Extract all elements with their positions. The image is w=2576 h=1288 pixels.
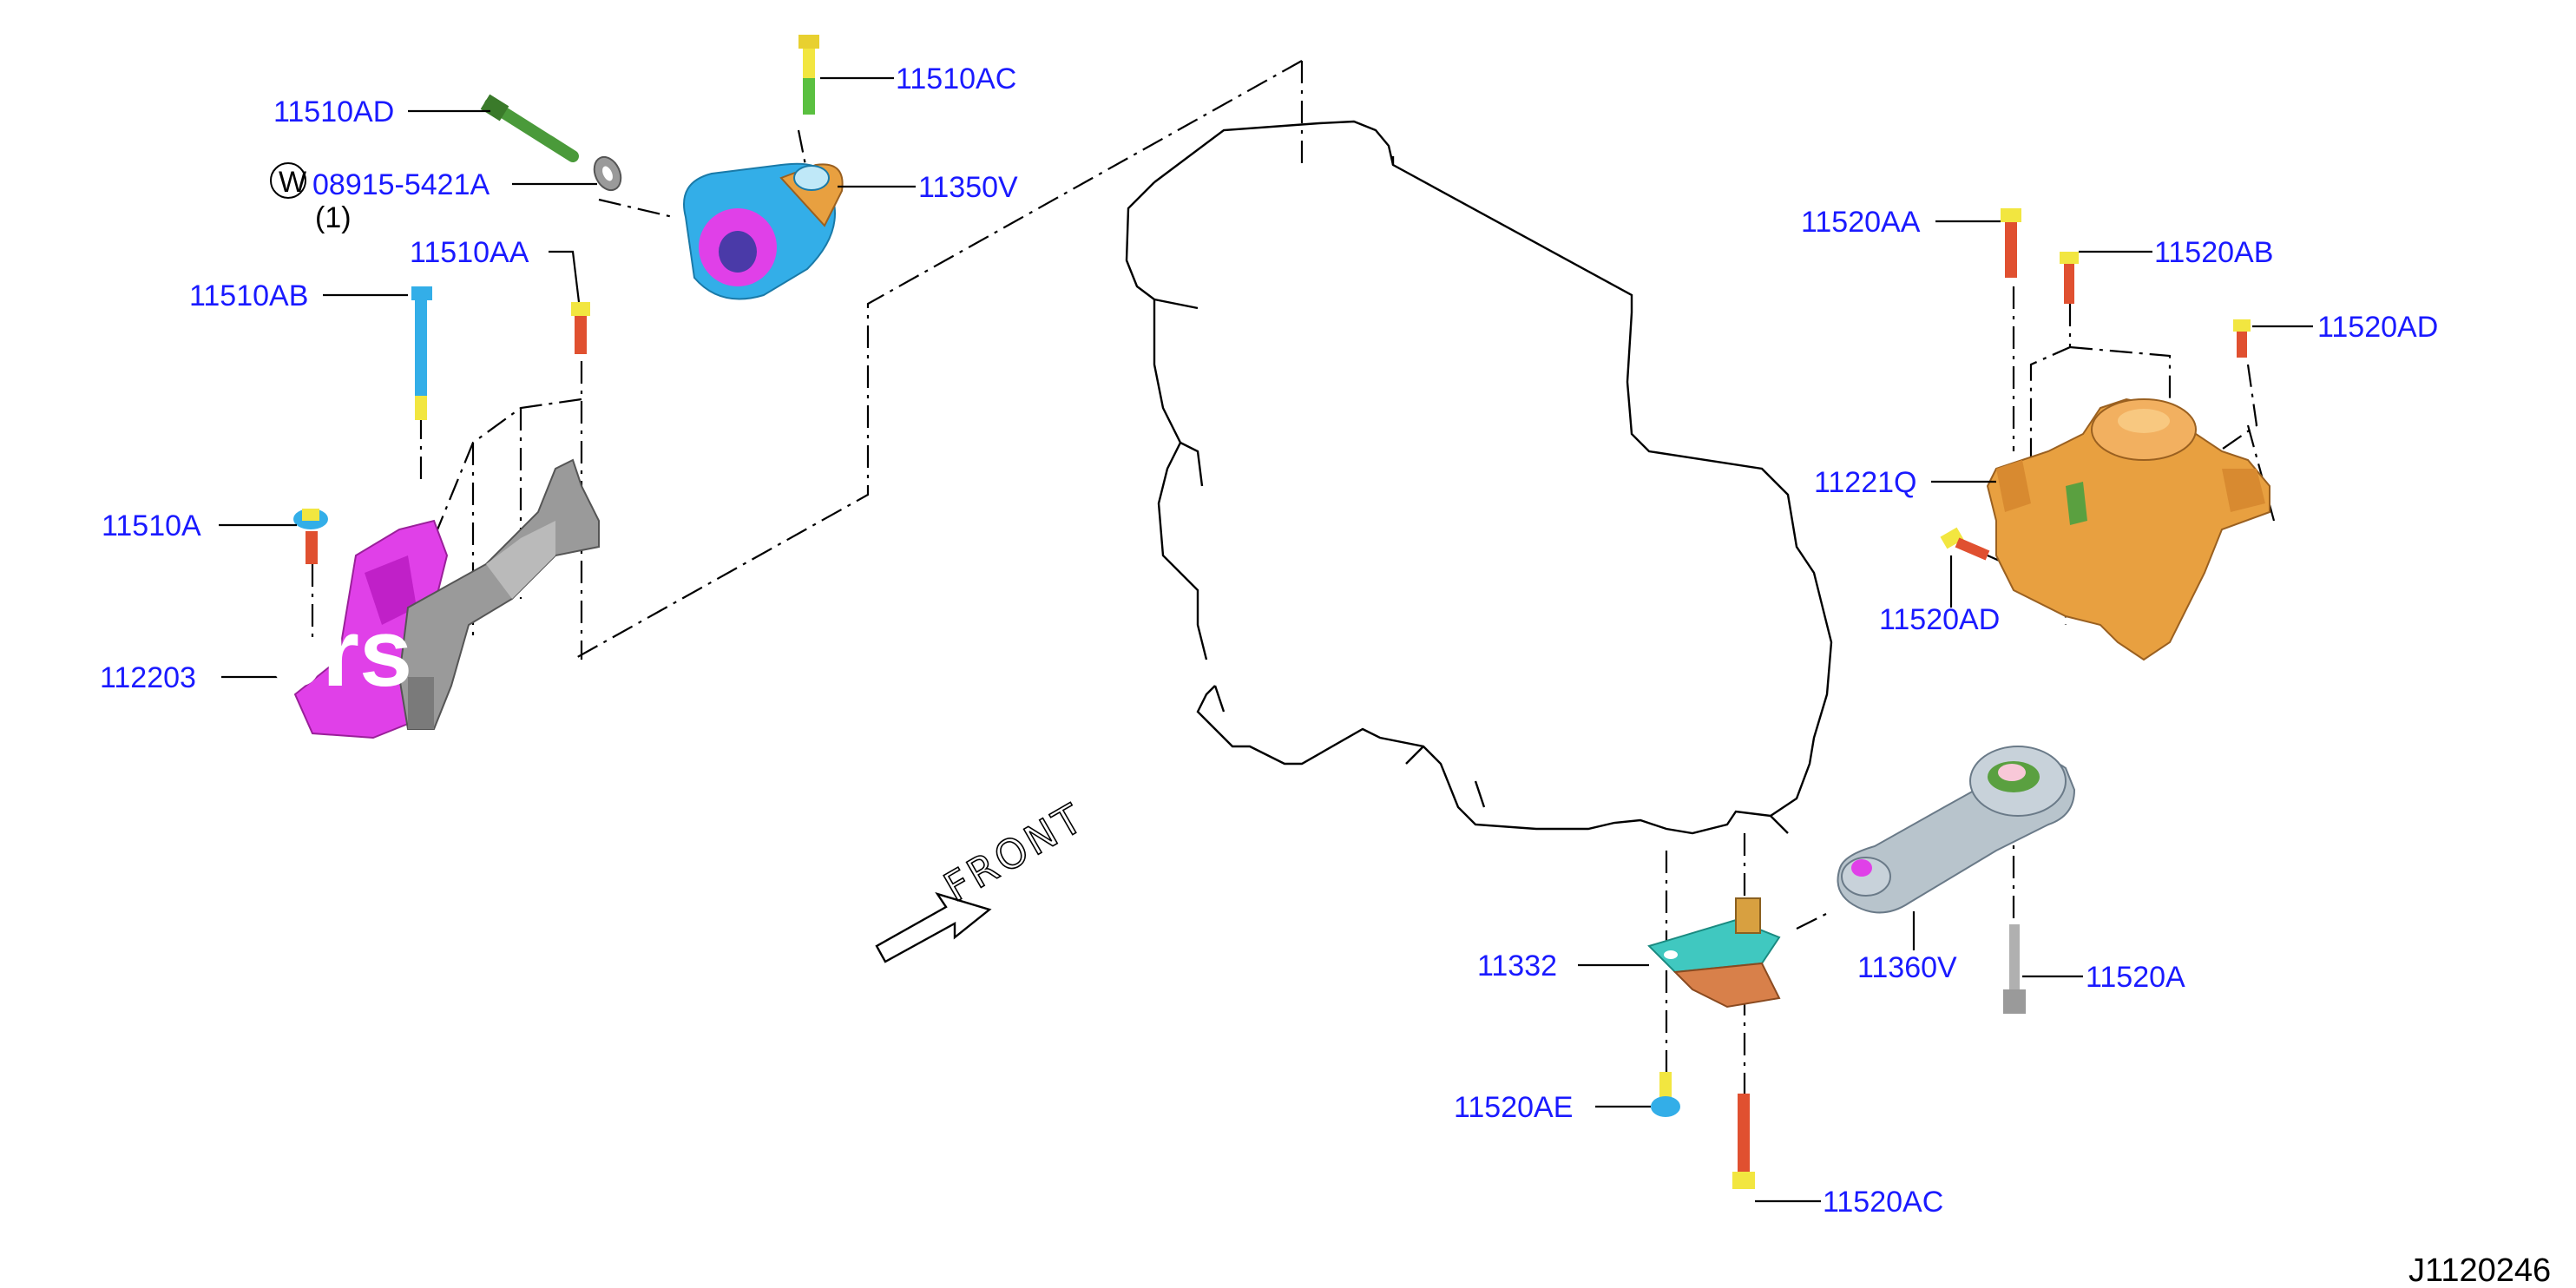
lower-bracket bbox=[1647, 897, 1781, 1009]
label-11520AD-side: 11520AD bbox=[1879, 603, 2000, 636]
bolt-11520AE bbox=[1651, 1072, 1680, 1117]
label-11510AB: 11510AB bbox=[189, 279, 308, 312]
bolt-11520AD-side bbox=[1940, 527, 1990, 561]
label-11510AD: 11510AD bbox=[273, 95, 394, 128]
leader-lines bbox=[219, 76, 2313, 1203]
drawing-reference: J1120246 bbox=[2408, 1252, 2551, 1288]
bolt-11510AD bbox=[480, 94, 579, 162]
bolt-11520AC bbox=[1732, 1094, 1755, 1189]
upper-torque-rod bbox=[683, 162, 844, 300]
label-11520AB: 11520AB bbox=[2154, 236, 2273, 269]
washer-symbol-circle bbox=[270, 162, 306, 199]
assembly-lines bbox=[311, 60, 2276, 1102]
label-11220: 112203 bbox=[100, 661, 196, 694]
label-11510A: 11510A bbox=[102, 509, 201, 542]
bolt-11520AA bbox=[2001, 208, 2021, 278]
bolt-11510AA bbox=[571, 302, 590, 354]
label-11520AA: 11520AA bbox=[1801, 206, 1921, 239]
label-11350V: 11350V bbox=[918, 171, 1018, 204]
front-label: FRONT bbox=[936, 793, 1093, 910]
front-arrow: FRONT bbox=[875, 792, 1094, 963]
washer-symbol: W bbox=[279, 166, 306, 199]
label-11221Q: 11221Q bbox=[1814, 466, 1916, 499]
label-11510AC: 11510AC bbox=[896, 62, 1016, 95]
label-11520AD-top: 11520AD bbox=[2317, 311, 2438, 344]
bolt-11520AB bbox=[2060, 252, 2079, 304]
label-11520AE: 11520AE bbox=[1454, 1091, 1573, 1124]
washer-08915 bbox=[593, 155, 622, 192]
bolt-11520A bbox=[2003, 924, 2026, 1014]
washer-qty: (1) bbox=[315, 201, 352, 234]
engine-outline bbox=[1125, 120, 1833, 835]
part-labels: 11510AD W 08915-5421A (1) 11510AC 11350V… bbox=[100, 62, 2438, 1219]
label-11360V: 11360V bbox=[1857, 951, 1957, 984]
watermark-text: ers bbox=[269, 600, 412, 706]
bolt-11510AC bbox=[798, 35, 819, 115]
label-11510AA: 11510AA bbox=[410, 236, 529, 269]
lower-torque-rod bbox=[1837, 746, 2076, 914]
label-11520AC: 11520AC bbox=[1823, 1186, 1943, 1219]
right-engine-mount bbox=[1986, 398, 2270, 661]
bolt-11510A bbox=[293, 509, 328, 564]
bolt-11510AB bbox=[411, 286, 432, 420]
label-11332: 11332 bbox=[1477, 950, 1557, 982]
bolt-11520AD-top bbox=[2233, 319, 2251, 358]
label-11520A: 11520A bbox=[2086, 961, 2185, 994]
left-mount-bracket bbox=[398, 458, 600, 730]
label-08915-5421A: 08915-5421A bbox=[312, 168, 490, 201]
